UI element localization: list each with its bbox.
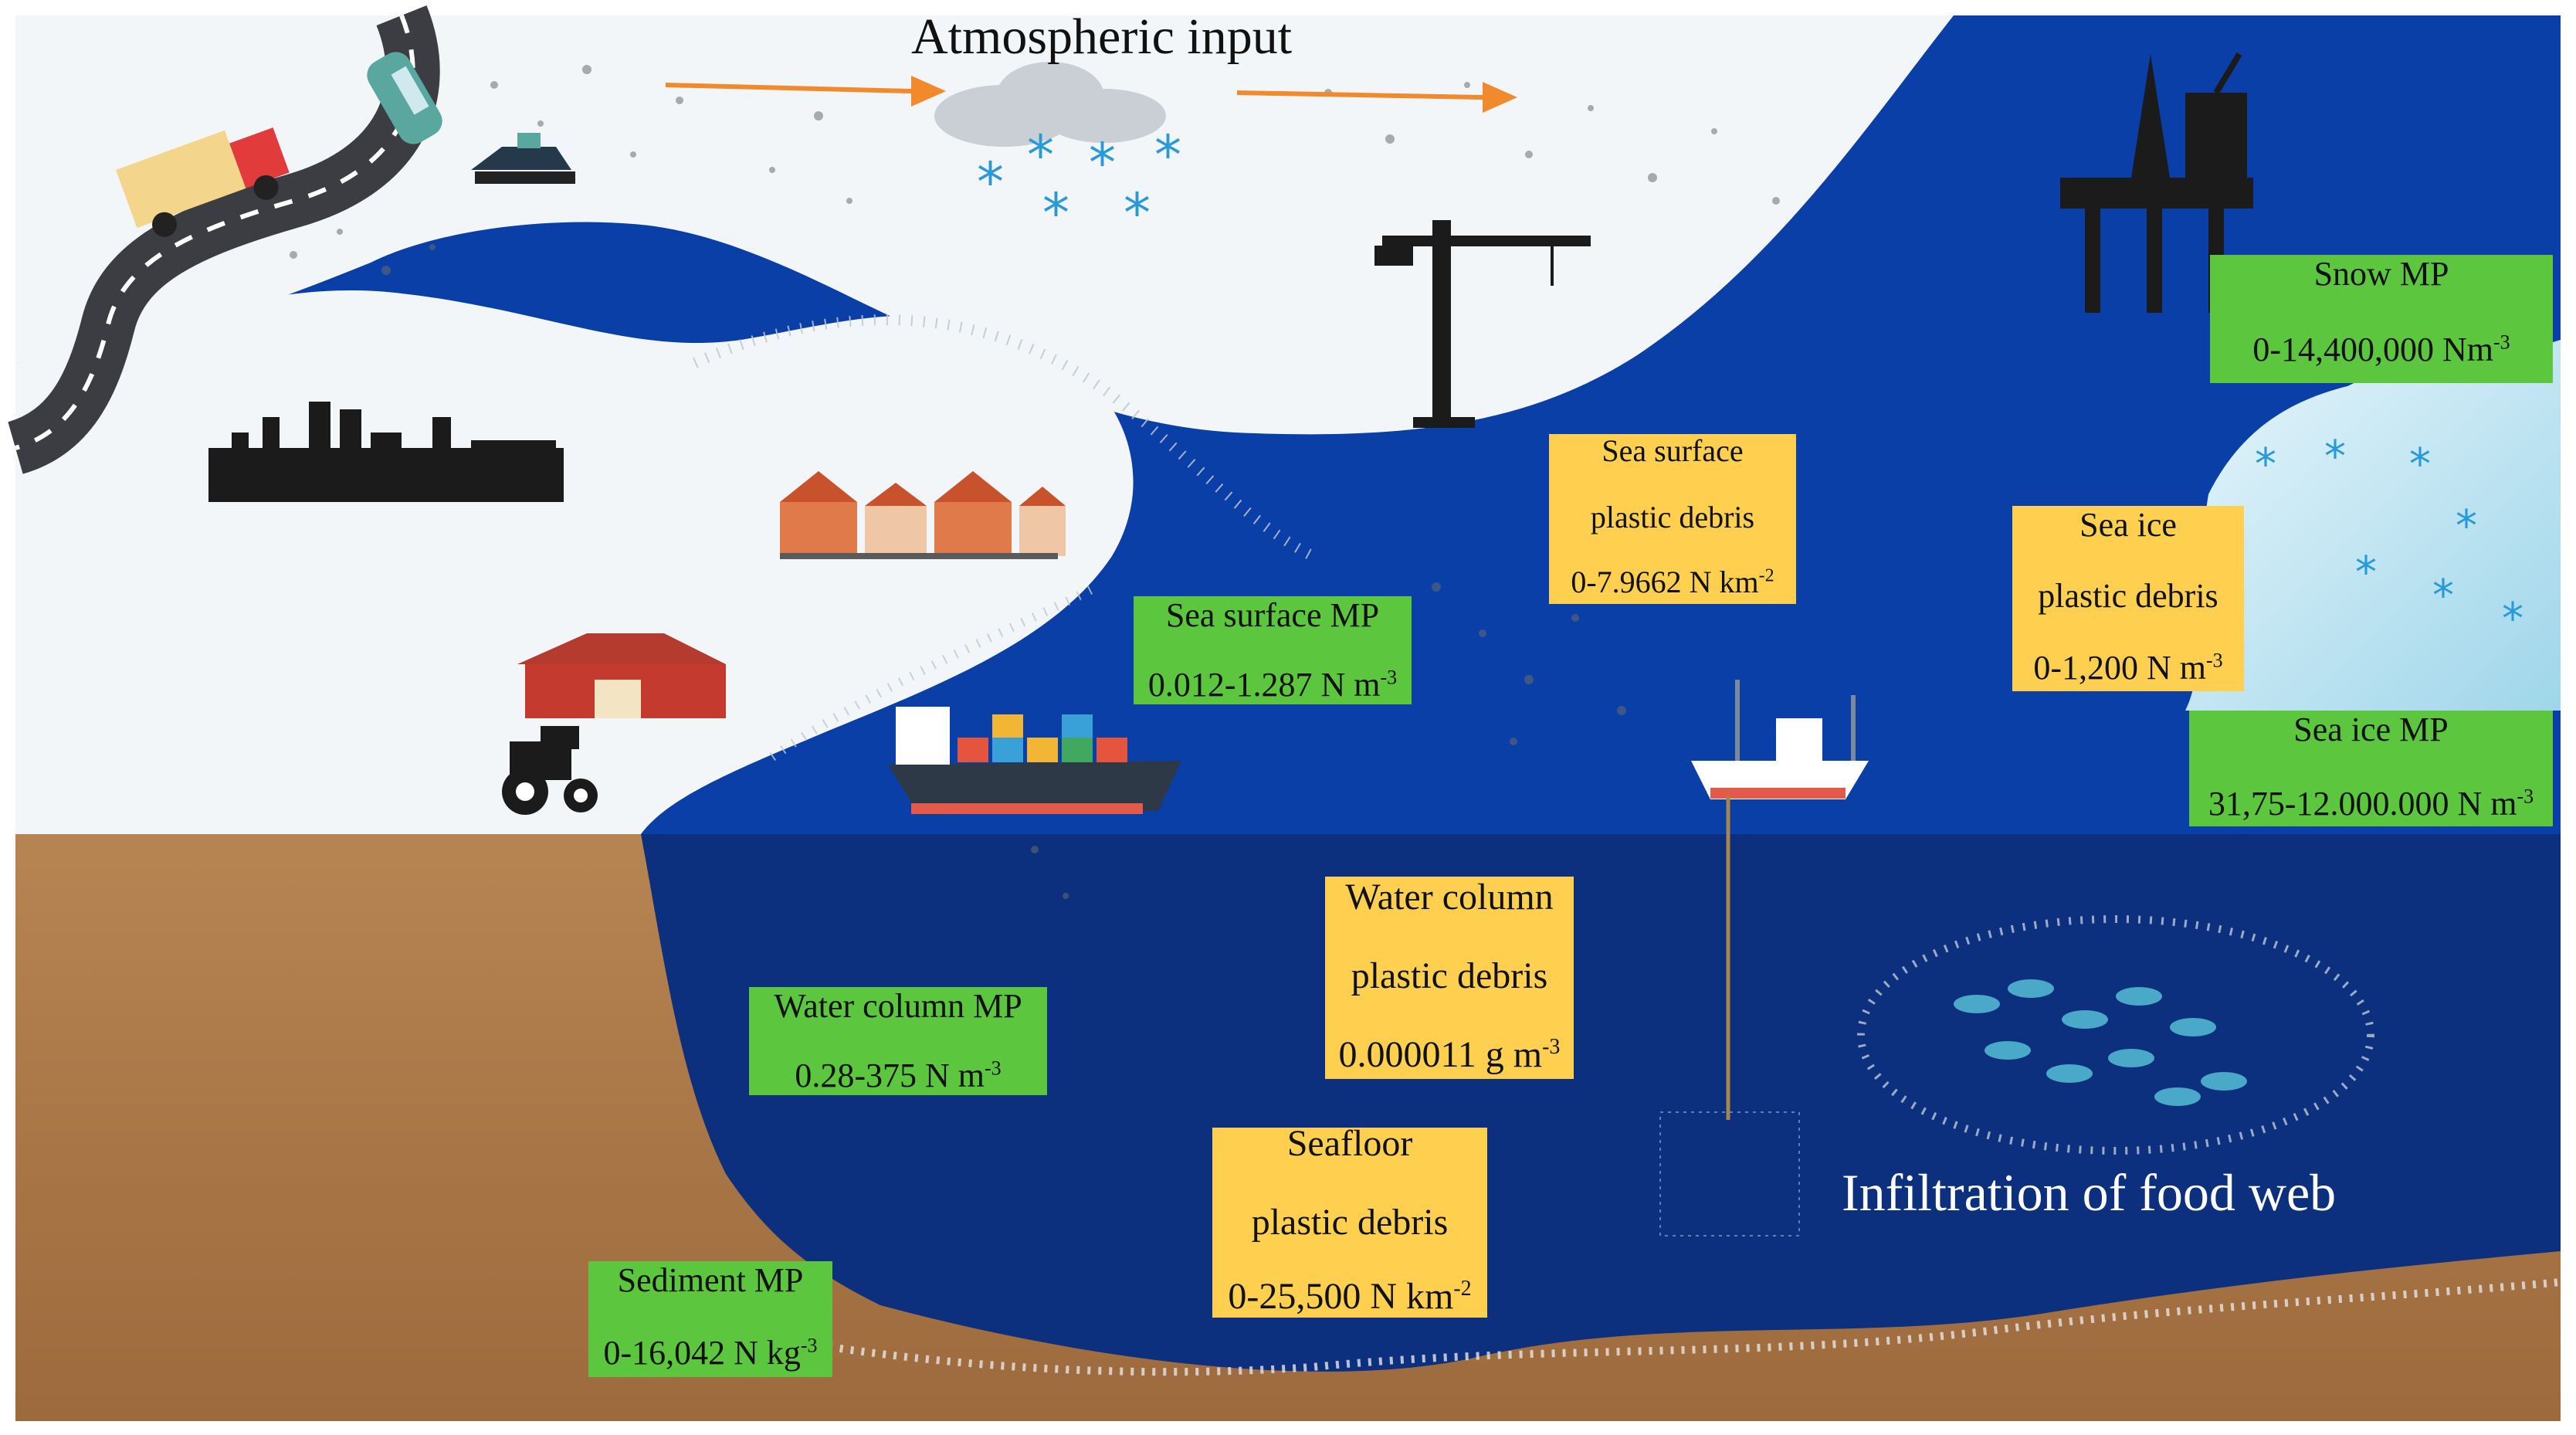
snowmobile-icon — [471, 133, 575, 184]
svg-text:*: * — [2432, 571, 2454, 621]
sea-ice-mp-box: Sea ice MP 31,75-12.000.000 N m-3 — [2189, 711, 2553, 826]
sea-ice-debris-title-1: Sea ice — [2079, 506, 2177, 544]
water-column-debris-title-1: Water column — [1345, 877, 1554, 918]
wind-arrow-1 — [665, 76, 946, 107]
oil-rig-icon — [2060, 52, 2253, 313]
sea-ice-debris-range: 0-1,200 N m-3 — [2033, 649, 2223, 687]
sediment-mp-title: Sediment MP — [617, 1261, 804, 1299]
atmospheric-input-title: Atmospheric input — [911, 8, 1293, 65]
water-column-debris-range: 0.000011 g m-3 — [1338, 1034, 1561, 1075]
wind-arrow-2 — [1236, 82, 1517, 113]
water-column-mp-title: Water column MP — [774, 987, 1022, 1025]
snowy-land-south — [15, 290, 1134, 834]
svg-text:*: * — [2502, 594, 2523, 644]
barn-icon — [517, 633, 726, 718]
water-column-debris-box: Water column plastic debris 0.000011 g m… — [1325, 877, 1574, 1079]
food-web-label: Infiltration of food web — [1842, 1163, 2337, 1222]
sea-ice-debris-title-2: plastic debris — [2038, 577, 2218, 615]
tractor-icon — [502, 726, 598, 815]
sea-ice-debris-box: Sea ice plastic debris 0-1,200 N m-3 — [2012, 506, 2244, 691]
snowflake-icon: *** *** — [977, 124, 1181, 245]
sea-ice-mp-range: 31,75-12.000.000 N m-3 — [2208, 785, 2534, 823]
water-column-debris-title-2: plastic debris — [1351, 955, 1548, 996]
cloud-icon — [934, 62, 1166, 147]
svg-text:*: * — [1154, 124, 1181, 187]
seafloor-debris-title-1: Seafloor — [1286, 1123, 1413, 1164]
sea-surface-debris-box: Sea surface plastic debris 0-7.9662 N km… — [1549, 433, 1796, 604]
cargo-ship-icon — [888, 707, 1181, 815]
sea-surface-debris-title-1: Sea surface — [1602, 433, 1744, 468]
svg-text:*: * — [1042, 181, 1069, 245]
fishing-boat-icon — [1691, 680, 1869, 799]
sediment-mp-box: Sediment MP 0-16,042 N kg-3 — [588, 1261, 832, 1377]
snowy-land-north — [15, 15, 1954, 435]
seafloor-debris-range: 0-25,500 N km-2 — [1228, 1276, 1472, 1317]
crane-icon — [1374, 220, 1591, 428]
svg-text:*: * — [2255, 439, 2276, 490]
atmospheric-particles — [290, 65, 1780, 899]
sea-ice-mp-title: Sea ice MP — [2293, 711, 2449, 748]
particle-swirl — [1857, 915, 2374, 1155]
iceberg-icon — [2185, 340, 2561, 711]
sediment-mp-range: 0-16,042 N kg-3 — [603, 1334, 818, 1372]
sea-surface-mp-range: 0.012-1.287 N m-3 — [1147, 666, 1398, 704]
ice-snowflakes: *** *** * — [2255, 432, 2523, 644]
svg-text:*: * — [2456, 501, 2477, 551]
sea-surface-debris-title-2: plastic debris — [1590, 500, 1755, 534]
snow-mp-title: Snow MP — [2313, 255, 2449, 293]
fish-school-icon — [1954, 979, 2247, 1106]
water-column-mp-box: Water column MP 0.28-375 N m-3 — [749, 987, 1047, 1095]
snow-mp-range: 0-14,400,000 Nm-3 — [2252, 331, 2510, 368]
seafloor-debris-box: Seafloor plastic debris 0-25,500 N km-2 — [1212, 1123, 1487, 1318]
svg-text:*: * — [2355, 548, 2377, 598]
truck-icon — [116, 127, 290, 237]
svg-text:*: * — [1089, 131, 1116, 195]
sea-surface-mp-title: Sea surface MP — [1165, 596, 1380, 634]
svg-text:*: * — [2324, 432, 2346, 482]
houses-icon — [780, 471, 1066, 559]
seafloor-debris-title-2: plastic debris — [1251, 1202, 1449, 1243]
svg-text:*: * — [1124, 181, 1151, 245]
factory-icon — [208, 402, 564, 502]
svg-text:*: * — [2409, 439, 2431, 490]
sea-surface-mp-box: Sea surface MP 0.012-1.287 N m-3 — [1134, 596, 1412, 704]
car-icon — [367, 52, 442, 144]
svg-text:*: * — [1027, 124, 1054, 187]
sea-surface-debris-range: 0-7.9662 N km-2 — [1571, 565, 1774, 599]
net-icon — [1659, 1111, 1800, 1237]
snow-mp-box: Snow MP 0-14,400,000 Nm-3 — [2210, 255, 2553, 383]
svg-text:*: * — [977, 151, 1004, 214]
water-column-mp-range: 0.28-375 N m-3 — [795, 1057, 1002, 1094]
